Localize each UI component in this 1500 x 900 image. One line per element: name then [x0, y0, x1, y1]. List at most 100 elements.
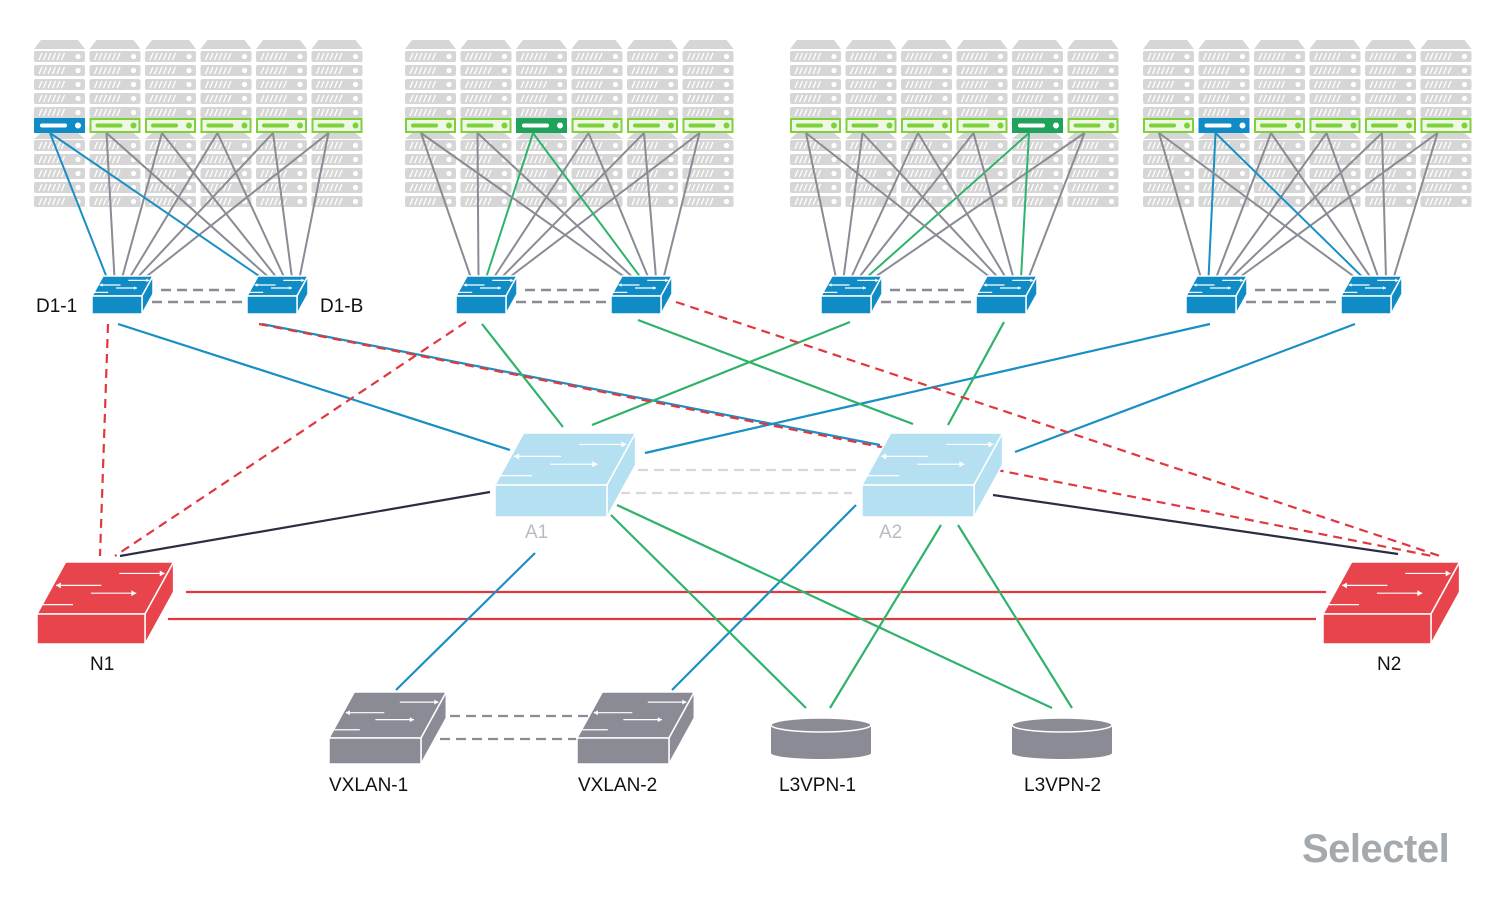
label-vxlan-2: VXLAN-2: [578, 775, 657, 796]
server: [1143, 118, 1194, 133]
server-uplink: [1381, 132, 1387, 279]
rack: [516, 40, 567, 207]
rack-top: [1198, 40, 1250, 49]
server-uplink: [1230, 132, 1383, 279]
server-uplink: [298, 132, 330, 279]
server-uplink: [507, 132, 701, 279]
server: [1365, 118, 1416, 133]
rack: [460, 40, 512, 207]
link-d1-b-n2: [258, 322, 1433, 558]
rack-top: [682, 40, 734, 49]
rack: [1365, 40, 1416, 207]
link-a2-l3vpn1: [829, 524, 942, 709]
label-l3vpn-2: L3VPN-2: [1024, 775, 1101, 796]
server-uplink: [492, 132, 590, 279]
server: [627, 118, 678, 133]
rack-top: [571, 133, 623, 139]
rack-top: [1365, 133, 1416, 139]
switch-front: [1322, 613, 1432, 645]
leaf-switch-icon: [451, 275, 519, 315]
rack: [256, 40, 307, 207]
label-n1: N1: [90, 654, 114, 675]
link-a1-l3vpn2: [616, 504, 1053, 709]
leaf-switch-icon: [1336, 275, 1404, 315]
server-racks: [34, 40, 1472, 207]
server-uplink: [1020, 132, 1030, 279]
pod-links: [49, 132, 1439, 304]
server-uplink: [861, 132, 1000, 279]
server-uplink: [105, 132, 116, 279]
rack: [89, 40, 141, 207]
link-d3-a2: [947, 321, 1005, 426]
rack-top: [89, 133, 141, 139]
server-uplink: [850, 132, 919, 279]
switch-front: [328, 737, 422, 765]
server: [682, 118, 734, 133]
switch-front: [610, 295, 662, 315]
server-uplink: [476, 132, 635, 279]
server-uplink: [272, 132, 293, 279]
leaf-switch-icon: [242, 275, 310, 315]
rack-top: [311, 133, 363, 139]
server-uplink: [161, 132, 278, 279]
switch-front: [1185, 295, 1237, 315]
leaf-switch-icon: [87, 275, 155, 315]
server-uplink: [420, 132, 627, 279]
rack: [34, 40, 85, 207]
link-d3-a1: [591, 320, 851, 427]
node-labels: D1-1 D1-B A1 A2 N1 N2 VXLAN-1 VXLAN-2 L3…: [36, 296, 1401, 796]
server-uplink: [917, 132, 1007, 279]
rack-top: [1198, 133, 1250, 139]
rack-top: [845, 133, 897, 139]
link-d2-a1: [481, 323, 564, 428]
server-uplink: [1237, 132, 1439, 279]
server-uplink: [662, 132, 701, 279]
devices: [27, 275, 1461, 765]
link-d2-n1: [114, 321, 467, 557]
server-uplink: [216, 132, 286, 279]
rack: [956, 40, 1008, 207]
link-d4-a2: [1014, 322, 1356, 454]
server: [1309, 118, 1361, 133]
rack-top: [1067, 40, 1119, 49]
rack-top: [1365, 40, 1416, 49]
leaf-switch-icon: [606, 275, 674, 315]
label-a1: A1: [525, 522, 548, 543]
link-a1-n1: [119, 490, 491, 558]
server-uplink: [587, 132, 650, 279]
rack-top: [145, 40, 196, 49]
rack-group-2: [405, 40, 734, 207]
link-a2-l3vpn2: [957, 524, 1073, 709]
rack-top: [845, 40, 897, 49]
rack: [1012, 40, 1063, 207]
switch-front: [975, 295, 1027, 315]
server-uplink: [1222, 132, 1328, 279]
rack-top: [200, 40, 252, 49]
l3vpn-1-router-icon: [770, 717, 872, 759]
rack: [1143, 40, 1194, 207]
server: [1067, 118, 1119, 133]
link-a2-vxlan2: [671, 504, 857, 691]
label-n2: N2: [1377, 654, 1401, 675]
server-uplink: [1392, 132, 1439, 279]
server: [405, 118, 456, 133]
rack: [845, 40, 897, 207]
link-a2-n2: [992, 493, 1399, 556]
server-uplink: [1214, 132, 1365, 279]
switch-front: [820, 295, 872, 315]
server-uplink: [805, 132, 837, 279]
rack-top: [1012, 40, 1063, 49]
rack-top: [1254, 133, 1305, 139]
rack-top: [627, 40, 678, 49]
leaf-switch-icon: [1181, 275, 1249, 315]
server-uplink: [500, 132, 645, 279]
leaf-switch-icon: [971, 275, 1039, 315]
server: [311, 118, 363, 133]
rack-top: [405, 133, 456, 139]
rack-top: [1420, 40, 1472, 49]
switch-front: [494, 484, 608, 518]
rack-top: [516, 40, 567, 49]
rack: [1254, 40, 1305, 207]
server-uplink: [857, 132, 975, 279]
